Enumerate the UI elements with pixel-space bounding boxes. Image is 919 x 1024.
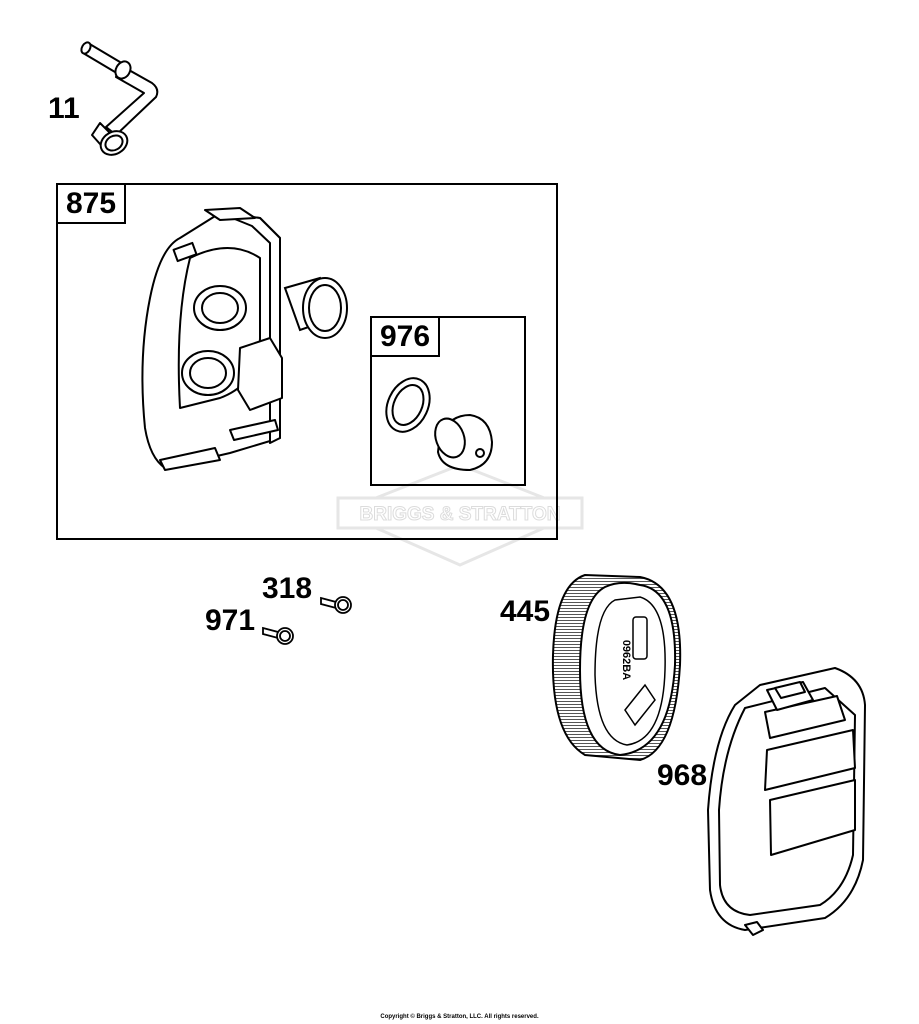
- part-label-968: 968: [657, 759, 708, 792]
- copyright-footer: Copyright © Briggs & Stratton, LLC. All …: [380, 1014, 539, 1020]
- air-cleaner-cover-icon: [707, 667, 866, 936]
- part-label-971: 971: [205, 604, 256, 637]
- clamp-and-cap-icon: [385, 377, 494, 472]
- part-label-11: 11: [48, 92, 80, 125]
- briggs-stratton-watermark: BRIGGS & STRATTON: [336, 463, 584, 567]
- screw-318-icon: [320, 596, 352, 614]
- air-filter-icon: 0962BA: [551, 573, 682, 762]
- part-label-445: 445: [500, 595, 551, 628]
- assembly-box-976: 976: [370, 316, 526, 486]
- assembly-box-875: 875: [56, 183, 558, 540]
- screw-971-icon: [262, 626, 294, 645]
- air-cleaner-base-icon: [141, 207, 348, 471]
- part-label-976: 976: [372, 318, 441, 357]
- part-label-318: 318: [262, 572, 313, 605]
- part-label-875: 875: [58, 185, 127, 224]
- filter-marking: 0962BA: [620, 640, 632, 680]
- breather-tube-icon: [80, 41, 159, 156]
- watermark-text: BRIGGS & STRATTON: [360, 504, 561, 525]
